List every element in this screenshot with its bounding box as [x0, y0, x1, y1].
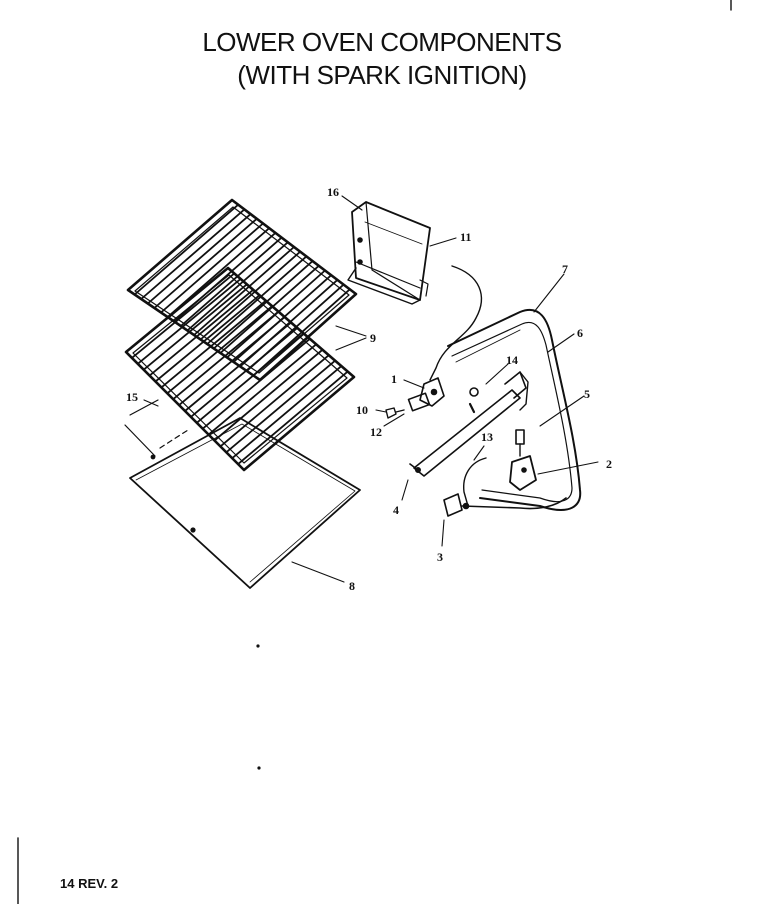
callout-8: 8	[349, 579, 355, 593]
callout-4: 4	[393, 503, 399, 517]
upper-rack-wire	[179, 236, 283, 327]
upper-rack-wire	[173, 231, 277, 323]
callout-13: 13	[481, 430, 493, 444]
callout-15: 15	[126, 390, 138, 404]
lower-rack-wire	[130, 272, 236, 359]
callout-12: 12	[370, 425, 382, 439]
lower-rack-wire	[154, 294, 261, 383]
upper-rack-wire	[160, 222, 264, 314]
lower-rack-wire	[184, 321, 292, 412]
page-title-line-2: (WITH SPARK IGNITION)	[237, 60, 527, 90]
upper-rack-wire	[206, 255, 308, 345]
upper-rack-wire	[193, 246, 295, 336]
callout-leaders	[143, 195, 599, 583]
callout-9: 9	[370, 331, 376, 345]
lower-rack-wire	[231, 365, 343, 460]
lower-rack-wire	[207, 343, 318, 436]
upper-rack-wire	[140, 208, 246, 300]
gas-supply-line	[443, 457, 567, 517]
page-revision-label: 14 REV. 2	[60, 876, 119, 891]
callout-7: 7	[562, 262, 568, 276]
lower-rack-wire	[219, 354, 330, 448]
callout-2: 2	[606, 457, 612, 471]
upper-rack-wire	[199, 250, 302, 341]
page-title-line-1: LOWER OVEN COMPONENTS	[202, 27, 562, 57]
lower-rack-wire	[213, 348, 324, 442]
lower-rack-wire	[201, 337, 311, 430]
callout-1: 1	[391, 372, 397, 386]
callout-6: 6	[577, 326, 583, 340]
upper-rack-wire	[186, 241, 289, 332]
lower-rack-wire	[166, 305, 274, 395]
callout-14: 14	[506, 353, 518, 367]
burner-shield	[347, 201, 431, 305]
scan-marks	[17, 0, 732, 904]
callout-10: 10	[356, 403, 368, 417]
callout-3: 3	[437, 550, 443, 564]
lower-rack-wire	[189, 327, 299, 418]
oven-bottom-panel	[129, 417, 361, 589]
spark-ignitor	[385, 377, 445, 419]
callout-11: 11	[460, 230, 471, 244]
mounting-nut	[468, 387, 479, 414]
callout-16: 16	[327, 185, 339, 199]
lower-rack-wire	[148, 288, 255, 377]
lower-rack-wire	[136, 277, 242, 365]
lower-rack-wire	[225, 359, 337, 454]
ignitor-wire	[429, 265, 483, 381]
upper-rack-wire	[153, 217, 258, 309]
lower-rack-wire	[237, 370, 349, 466]
lower-rack-wire	[178, 316, 286, 407]
upper-rack-wire	[219, 264, 320, 354]
lower-rack-wire	[142, 283, 248, 371]
upper-rack-wire	[133, 203, 240, 296]
lower-rack-wire	[195, 332, 305, 424]
upper-rack-wire	[146, 213, 252, 305]
lower-oven-rack	[124, 266, 356, 472]
rack-support-leader	[124, 399, 189, 457]
lower-rack-wire	[160, 299, 267, 389]
burner-rail	[409, 371, 527, 477]
callout-numbers: 16 11 7 6 9 1 14 5 2 13 10 12 4 3 8 15	[126, 185, 612, 593]
lower-rack-wire	[172, 310, 280, 401]
oven-safety-valve	[509, 371, 537, 491]
callout-5: 5	[584, 387, 590, 401]
oven-burner-tube	[447, 309, 582, 511]
